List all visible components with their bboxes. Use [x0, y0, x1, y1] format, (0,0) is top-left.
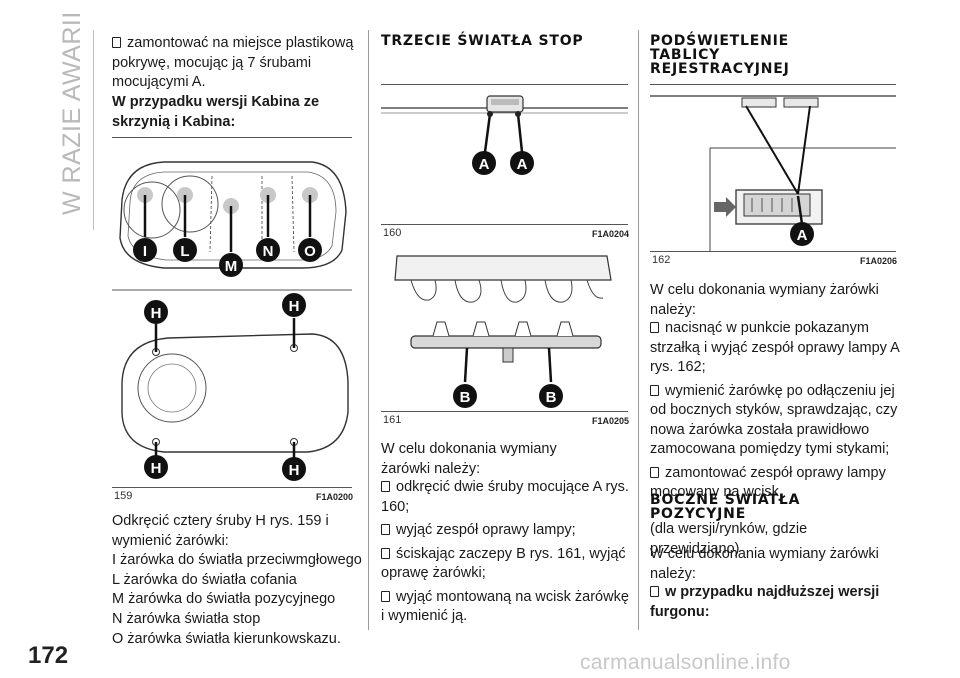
side-divider — [93, 30, 94, 230]
col3-heading-2: BOCZNE ŚWIATŁA POZYCYJNE — [650, 492, 801, 522]
col1-body-line: M żarówka do światła pozycyjnego — [112, 591, 336, 608]
label-h-3: H — [151, 460, 162, 477]
label-h-1: H — [151, 305, 162, 322]
label-o: O — [304, 243, 316, 260]
checkbox-bullet-icon — [650, 322, 659, 333]
figure-159-number: 159 — [114, 490, 133, 502]
checkbox-bullet-icon — [112, 37, 121, 48]
col2-bullets: odkręcić dwie śruby mocujące A rys. 160;… — [381, 478, 631, 627]
col3-intro: W celu dokonania wymiany żarówki należy: — [650, 282, 879, 318]
footer-watermark: carmanualsonline.info — [580, 651, 791, 674]
checkbox-bullet-icon — [381, 524, 390, 535]
list-item: wyjąć zespół oprawy lampy; — [381, 521, 631, 541]
label-a-2: A — [517, 156, 528, 173]
label-a-1: A — [479, 156, 490, 173]
col1-body: Odkręcić cztery śruby H rys. 159 i wymie… — [112, 512, 362, 649]
col3-heading: PODŚWIETLENIE TABLICY REJESTRACYJNEJ — [650, 33, 790, 77]
col3-bullets: nacisnąć w punkcie pokazanym strzałką i … — [650, 319, 902, 503]
label-b-2: B — [546, 389, 557, 406]
col1-body-line: N żarówka światła stop — [112, 610, 261, 627]
col1-body-line: L żarówka do światła cofania — [112, 571, 297, 588]
col2-intro: W celu dokonania wymiany żarówki należy: — [381, 441, 557, 477]
figure-160-number: 160 — [383, 227, 402, 239]
checkbox-bullet-icon — [381, 547, 390, 559]
col1-body-line: O żarówka światła kierunkowskazu. — [112, 630, 341, 647]
figure-162-plate-light-diagram: A — [650, 95, 896, 252]
column-divider-1 — [368, 30, 369, 630]
figure-162-number: 162 — [652, 254, 671, 266]
list-item: wymienić żarówkę po odłączeniu jej od bo… — [650, 382, 898, 457]
figure-159-top-rule — [112, 137, 352, 138]
col2-heading: TRZECIE ŚWIATŁA STOP — [381, 33, 584, 49]
col1-intro-bullet: zamontować na miejsce plastikową pokrywę… — [112, 35, 354, 90]
figure-162-top-rule — [650, 84, 896, 85]
label-n: N — [263, 243, 274, 260]
figure-160-stop-light-diagram: A A — [381, 95, 628, 175]
list-item: ściskając zaczepy B rys. 161, wyjąć opra… — [381, 545, 626, 581]
figure-162-bottom-rule — [650, 251, 896, 252]
figure-159-bottom-rule — [112, 487, 352, 488]
figure-161-number: 161 — [383, 414, 402, 426]
col3-bold-bullet: w przypadku najdłuższej wersji furgonu: — [650, 584, 880, 620]
figure-160-code: F1A0204 — [592, 229, 630, 239]
label-h-2: H — [289, 298, 300, 315]
col3-note: (dla wersji/rynków, gdzie przewidziano) — [650, 521, 808, 557]
column-divider-2 — [638, 30, 639, 630]
figure-160-bottom-rule — [381, 224, 628, 225]
col1-body-line: I żarówka do światła przeciwmgłowego — [112, 552, 362, 569]
figure-161-lamp-holder-diagram: B B — [394, 255, 612, 408]
label-a: A — [797, 227, 808, 244]
col1-subheading: W przypadku wersji Kabina ze skrzynią i … — [112, 94, 320, 130]
list-item: zamontować zespół oprawy lampy mocowany … — [650, 464, 886, 500]
col1-body-line: Odkręcić cztery śruby H rys. 159 i — [112, 513, 329, 529]
col1-body-line: wymienić żarówki: — [112, 532, 229, 549]
label-i: I — [143, 243, 147, 260]
figure-161-bottom-rule — [381, 411, 628, 412]
figure-162-code: F1A0206 — [860, 256, 898, 266]
checkbox-bullet-icon — [650, 586, 659, 597]
label-m: M — [225, 258, 238, 275]
figure-160-top-rule — [381, 84, 628, 85]
page-number: 172 — [28, 642, 69, 669]
list-item: nacisnąć w punkcie pokazanym strzałką i … — [650, 320, 900, 375]
list-item: odkręcić dwie śruby mocujące A rys. 160; — [381, 479, 629, 515]
section-side-title: W RAZIE AWARII — [58, 11, 86, 215]
label-b-1: B — [460, 389, 471, 406]
figure-159-code: F1A0200 — [316, 492, 354, 502]
checkbox-bullet-icon — [650, 466, 659, 478]
figure-161-code: F1A0205 — [592, 416, 630, 426]
checkbox-bullet-icon — [381, 590, 390, 602]
checkbox-bullet-icon — [650, 384, 659, 396]
list-item: wyjąć montowaną na wcisk żarówkę i wymie… — [381, 588, 629, 624]
figure-159-tail-lamp-diagram: I L M N O H H H H — [112, 161, 352, 481]
checkbox-bullet-icon — [381, 481, 390, 492]
col3-intro-2: W celu dokonania wymiany żarówki należy: — [650, 546, 879, 582]
label-l: L — [180, 243, 189, 260]
label-h-4: H — [289, 462, 300, 479]
